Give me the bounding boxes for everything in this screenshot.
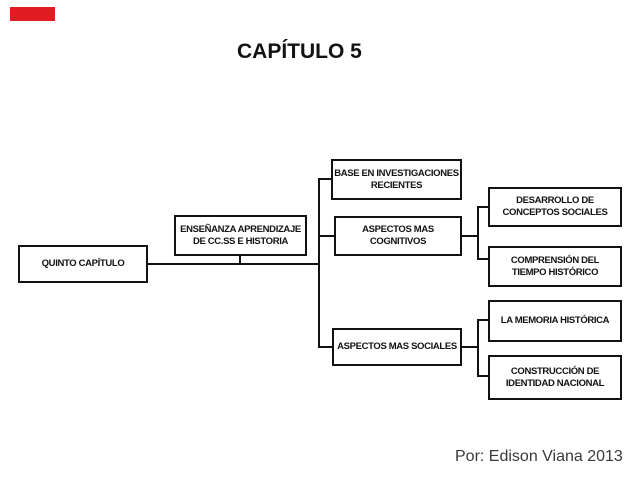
node-ensenanza-aprendizaje: ENSEÑANZA APRENDIZAJE DE CC.SS E HISTORI…: [174, 215, 307, 256]
node-comprension-tiempo: COMPRENSIÓN DEL TIEMPO HISTÓRICO: [488, 246, 622, 287]
connector-branch-sociales: [318, 346, 333, 348]
slide-title: CAPÍTULO 5: [237, 40, 362, 63]
node-construccion-identidad: CONSTRUCCIÓN DE IDENTIDAD NACIONAL: [488, 355, 622, 400]
credit-text: Por: Edison Viana 2013: [455, 448, 623, 465]
connector-to-construccion: [477, 375, 489, 377]
connector-to-memoria: [477, 319, 489, 321]
connector-sociales-stub: [460, 346, 478, 348]
connector-to-desarrollo: [477, 206, 489, 208]
connector-cognitivos-stub: [460, 235, 478, 237]
node-aspectos-sociales: ASPECTOS MAS SOCIALES: [332, 328, 462, 366]
connector-to-comprension: [477, 258, 489, 260]
red-accent-bar: [10, 7, 55, 21]
connector-trunk-vertical: [318, 178, 320, 348]
connector-branch-base: [318, 178, 332, 180]
connector-bracket-sociales: [477, 319, 479, 377]
node-desarrollo-conceptos: DESARROLLO DE CONCEPTOS SOCIALES: [488, 187, 622, 227]
connector-bracket-cognitivos: [477, 206, 479, 260]
node-aspectos-cognitivos: ASPECTOS MAS COGNITIVOS: [334, 216, 462, 256]
connector-root-horizontal: [148, 263, 320, 265]
connector-branch-cognitivos: [318, 235, 335, 237]
node-memoria-historica: LA MEMORIA HISTÓRICA: [488, 300, 622, 342]
node-base-investigaciones: BASE EN INVESTIGACIONES RECIENTES: [331, 159, 462, 200]
connector-main-stub: [239, 255, 241, 265]
node-quinto-capitulo: QUINTO CAPÍTULO: [18, 245, 148, 283]
